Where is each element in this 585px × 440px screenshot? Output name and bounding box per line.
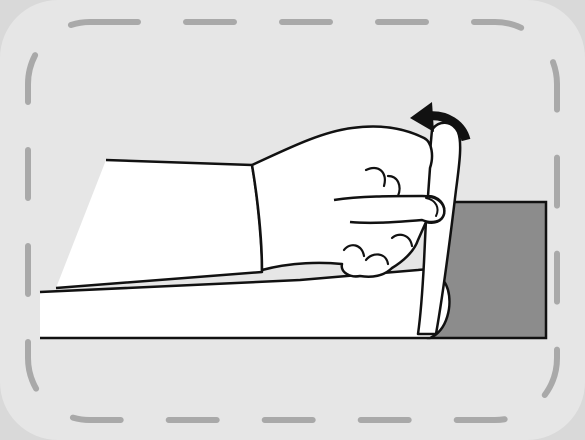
illustration-panel [0, 0, 585, 440]
illustration-canvas [0, 0, 585, 440]
